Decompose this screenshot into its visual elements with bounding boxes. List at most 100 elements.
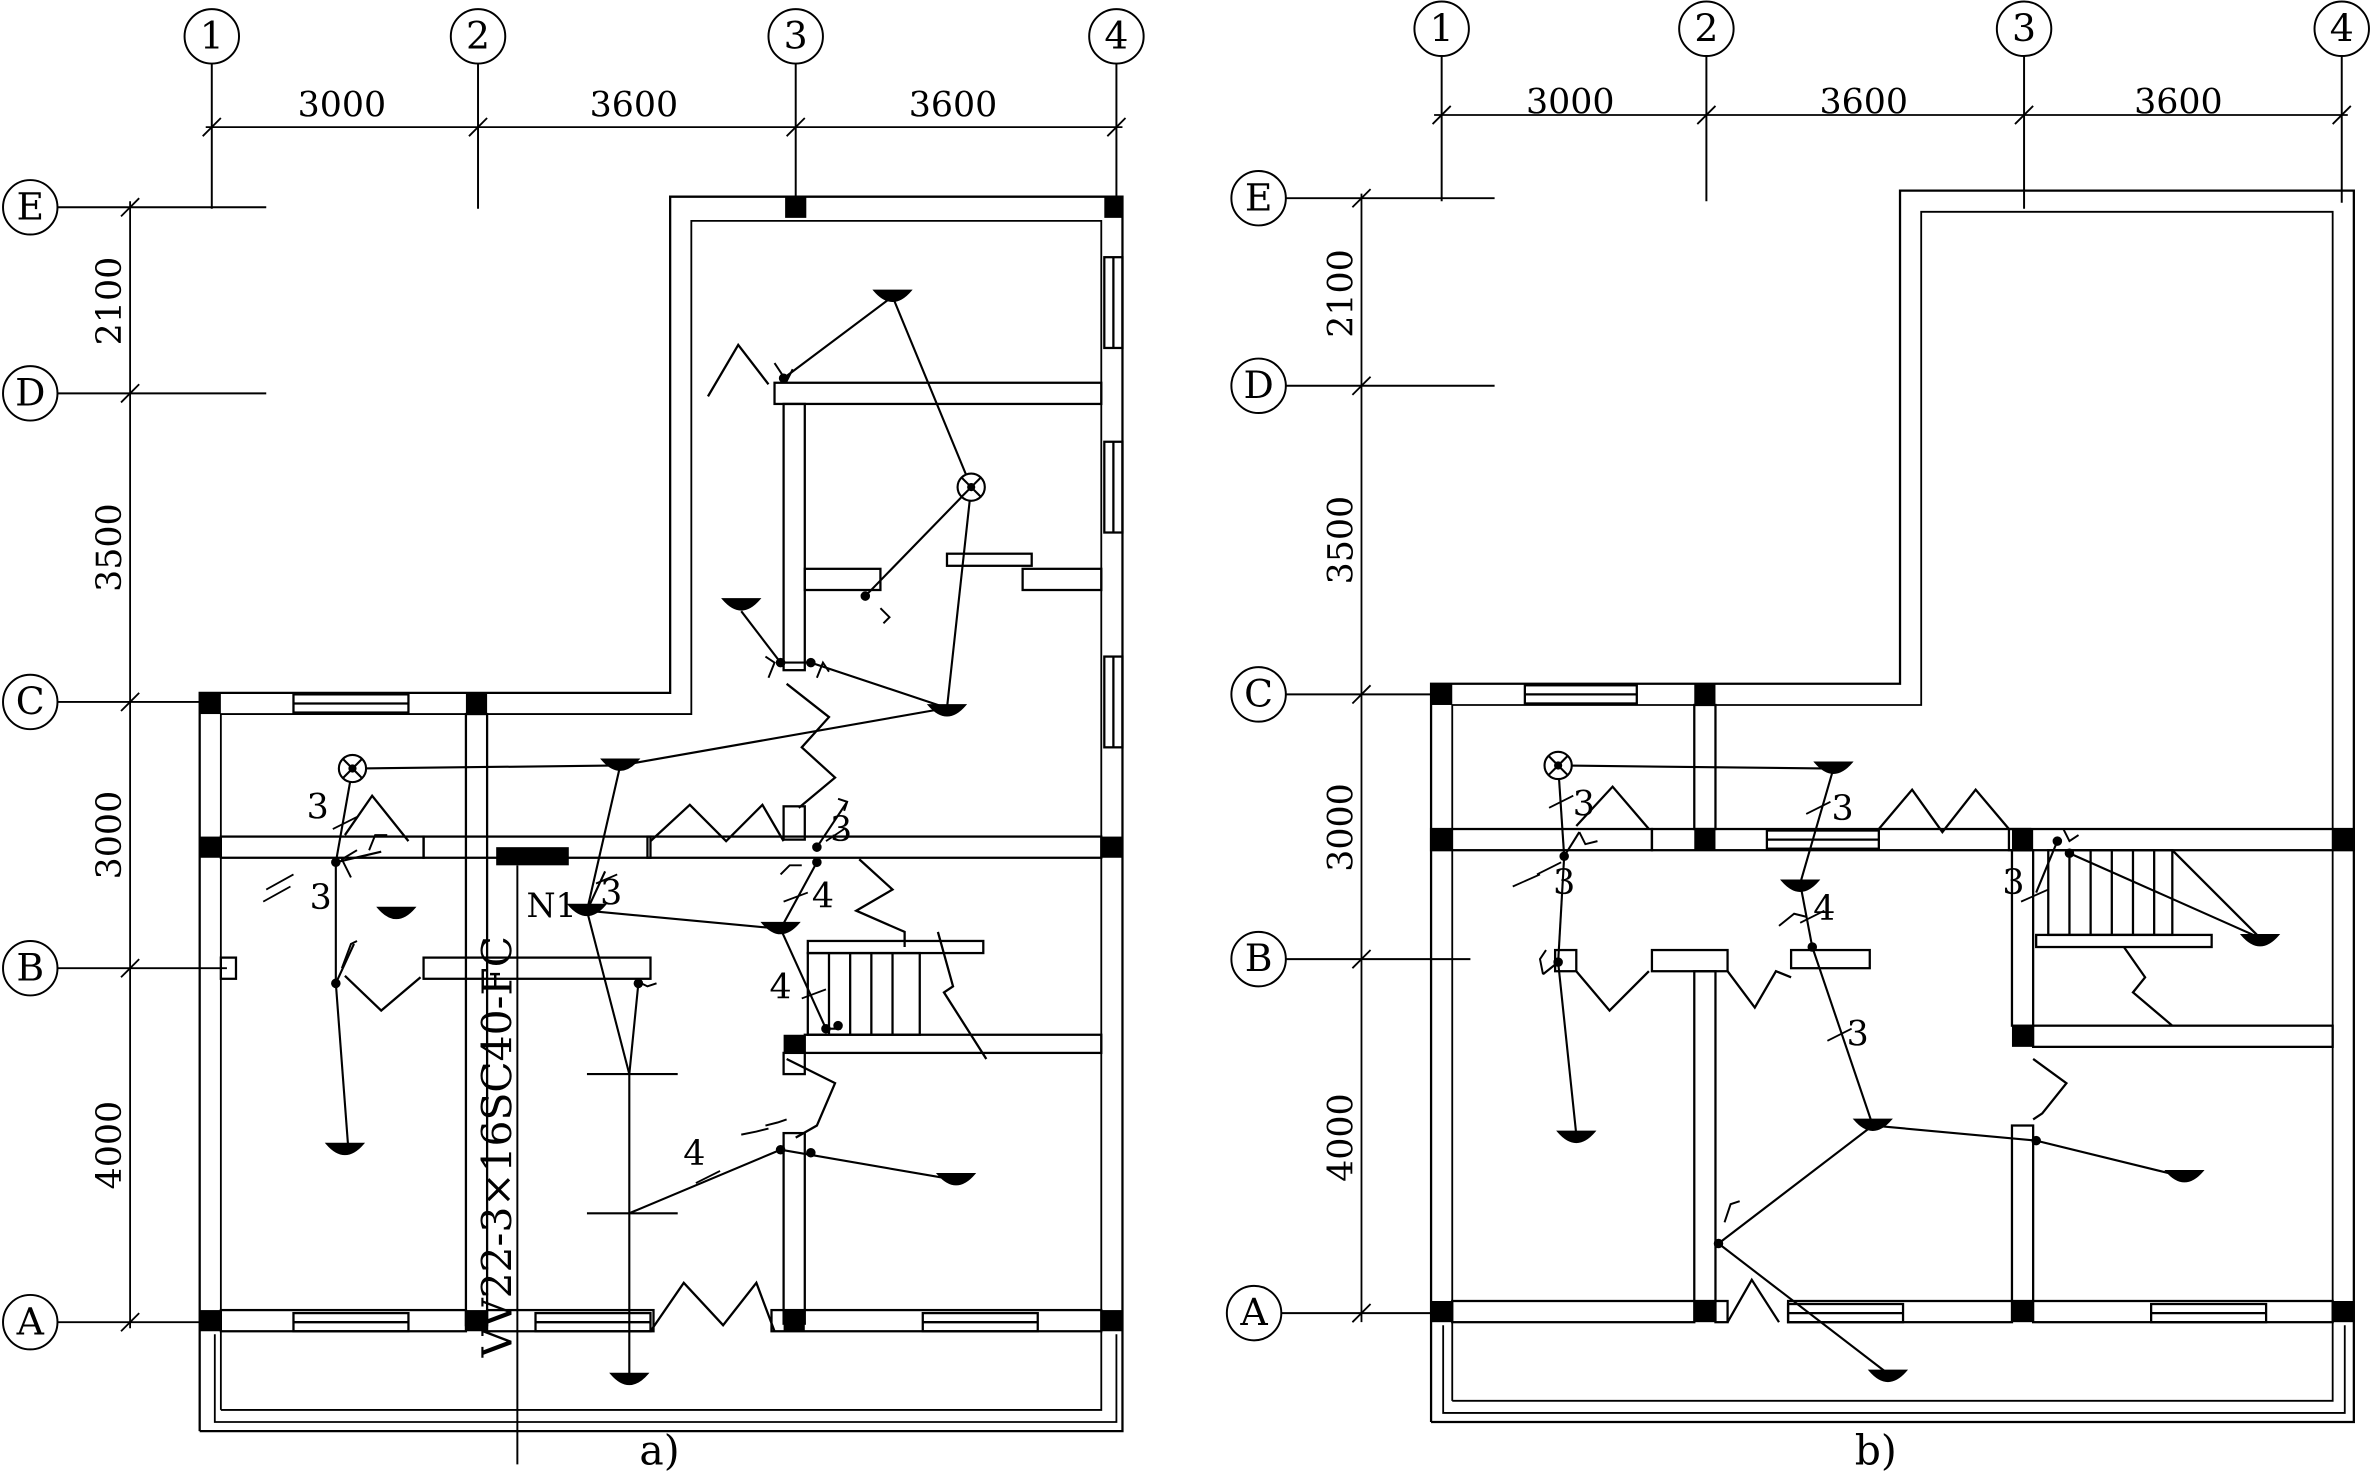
plan-b-dim-3600-b: 3600 xyxy=(2134,82,2223,122)
plan-b-dim-4000: 4000 xyxy=(1321,1093,1361,1182)
plan-a-column-axis-3: 3 xyxy=(767,8,824,197)
plan-a-ceiling-light-7 xyxy=(376,906,417,920)
svg-text:3: 3 xyxy=(784,13,808,57)
plan-a-dimensions xyxy=(120,117,1127,1332)
svg-text:C: C xyxy=(16,679,45,723)
plan-a-column-axis-2: 2 xyxy=(449,8,507,209)
plan-b-ceiling-light-1 xyxy=(1813,761,1854,774)
svg-text:A: A xyxy=(16,1299,45,1343)
plan-b-axes: 1 2 3 4 E D C xyxy=(1225,0,2370,1342)
plan-a-row-axis-A: A xyxy=(2,1293,203,1351)
plan-b-dimensions xyxy=(1351,105,2352,1323)
svg-text:C: C xyxy=(1244,671,1273,715)
svg-text:2: 2 xyxy=(466,13,490,57)
svg-text:A: A xyxy=(1239,1290,1268,1334)
plan-b-ceiling-fixture-1 xyxy=(1543,750,1573,781)
plan-a-wire-count-3: 3 xyxy=(600,874,622,914)
svg-text:3: 3 xyxy=(2012,6,2036,50)
plan-b-row-axis-A: A xyxy=(1225,1284,1432,1342)
plan-a-row-axis-D: D xyxy=(2,365,267,422)
plan-a-dim-4000: 4000 xyxy=(90,1101,130,1190)
plan-a-ceiling-fixture-1 xyxy=(956,472,986,502)
plan-a-wire-count-7: 4 xyxy=(683,1134,705,1174)
svg-text:B: B xyxy=(1245,936,1273,980)
plan-b-wire-count-5: 3 xyxy=(1847,1014,1869,1054)
svg-text:1: 1 xyxy=(200,13,224,57)
plan-b-walls xyxy=(1429,189,2355,1424)
plan-b-row-axis-D: D xyxy=(1230,357,1495,414)
plan-b-ceiling-light-3 xyxy=(2239,934,2281,947)
plan-a-switches xyxy=(331,362,891,1158)
plan-a-caption: a) xyxy=(639,1426,679,1474)
plan-a: 1 2 3 4 E D C xyxy=(2,8,1145,1474)
svg-text:4: 4 xyxy=(2330,6,2354,50)
plan-b-ceiling-light-2 xyxy=(1780,879,1821,892)
plan-a-dim-3000: 3000 xyxy=(298,86,387,126)
plan-b-row-axis-C: C xyxy=(1230,666,1432,723)
plan-b-ceiling-light-5 xyxy=(1852,1118,1893,1131)
plan-a-dim-3600-b: 3600 xyxy=(909,86,998,126)
plan-a-ceiling-light-10 xyxy=(609,1372,650,1386)
plan-b-row-axis-B: B xyxy=(1230,930,1471,988)
plan-b-dim-3000-v: 3000 xyxy=(1321,783,1361,872)
plan-b-wiring xyxy=(1542,764,2261,1375)
plan-a-dim-2100: 2100 xyxy=(90,257,130,346)
svg-text:4: 4 xyxy=(1104,13,1128,57)
svg-text:D: D xyxy=(1243,363,1273,407)
plan-a-ceiling-light-3 xyxy=(926,704,968,717)
plan-b-wire-count-1: 3 xyxy=(1573,784,1595,824)
plan-a-lights xyxy=(324,289,977,1386)
plan-a-row-axis-E: E xyxy=(2,179,267,236)
plan-a-row-axis-C: C xyxy=(2,673,203,731)
plan-a-wire-count-6: 4 xyxy=(770,967,792,1007)
plan-a-ceiling-fixture-2 xyxy=(337,753,368,784)
plan-a-column-axis-1: 1 xyxy=(183,8,240,209)
plan-b-column-axis-2: 2 xyxy=(1678,0,1735,202)
plan-a-dim-3600-a: 3600 xyxy=(590,86,679,126)
plan-a-row-axis-B: B xyxy=(2,939,227,997)
svg-text:1: 1 xyxy=(1430,6,1454,50)
plan-a-wire-count-1: 3 xyxy=(307,787,329,827)
plan-b-lights xyxy=(1556,761,2281,1383)
plan-b-column-axis-1: 1 xyxy=(1413,0,1470,202)
plan-b-switches xyxy=(1538,828,2080,1249)
plan-a-ceiling-light-2 xyxy=(721,598,762,611)
svg-text:D: D xyxy=(15,370,45,414)
plan-a-dim-3500: 3500 xyxy=(90,503,130,592)
plan-b-dim-2100: 2100 xyxy=(1321,249,1361,338)
plan-a-wire-count-2: 3 xyxy=(310,878,332,918)
plan-b-wire-count-2: 3 xyxy=(1553,863,1575,903)
plan-a-ceiling-light-1 xyxy=(872,289,913,302)
svg-text:E: E xyxy=(1245,175,1273,219)
plan-b: 1 2 3 4 E D C xyxy=(1225,0,2370,1474)
svg-text:2: 2 xyxy=(1694,6,1718,50)
plan-a-wire-count-5: 4 xyxy=(812,877,834,917)
plan-a-columns xyxy=(199,196,1123,1332)
svg-text:B: B xyxy=(16,945,44,989)
plan-b-ticks xyxy=(1512,794,2049,1042)
plan-b-wire-count-3: 3 xyxy=(1831,789,1853,829)
plan-a-wire-count-4: 3 xyxy=(830,810,852,850)
plan-a-column-axis-4: 4 xyxy=(1088,8,1145,197)
plan-a-ceiling-light-6 xyxy=(760,921,801,935)
plan-b-ceiling-light-6 xyxy=(2164,1169,2205,1183)
plan-b-caption: b) xyxy=(1855,1426,1897,1474)
plan-b-columns xyxy=(1431,683,2354,1323)
plan-b-dim-3500: 3500 xyxy=(1321,496,1361,585)
plan-a-ceiling-light-4 xyxy=(600,758,641,771)
plan-a-dim-3000-v: 3000 xyxy=(90,791,130,880)
plan-a-distribution-box xyxy=(496,847,569,866)
plan-a-ceiling-light-9 xyxy=(935,1173,977,1186)
plan-a-ceiling-light-8 xyxy=(324,1142,366,1156)
plan-a-axes: 1 2 3 4 E D C xyxy=(2,8,1145,1351)
plan-a-fixtures xyxy=(337,472,986,784)
plan-b-dim-3600-a: 3600 xyxy=(1819,82,1908,122)
plan-b-dim-3000: 3000 xyxy=(1526,82,1615,122)
svg-text:E: E xyxy=(16,184,44,228)
plan-b-ceiling-light-4 xyxy=(1556,1130,1597,1144)
plan-b-ceiling-light-7 xyxy=(1867,1369,1909,1383)
plan-a-ticks xyxy=(262,816,845,1184)
plan-a-walls xyxy=(198,195,1124,1433)
plan-a-cable-spec: VV22-3×16SC40-FC xyxy=(473,936,521,1358)
